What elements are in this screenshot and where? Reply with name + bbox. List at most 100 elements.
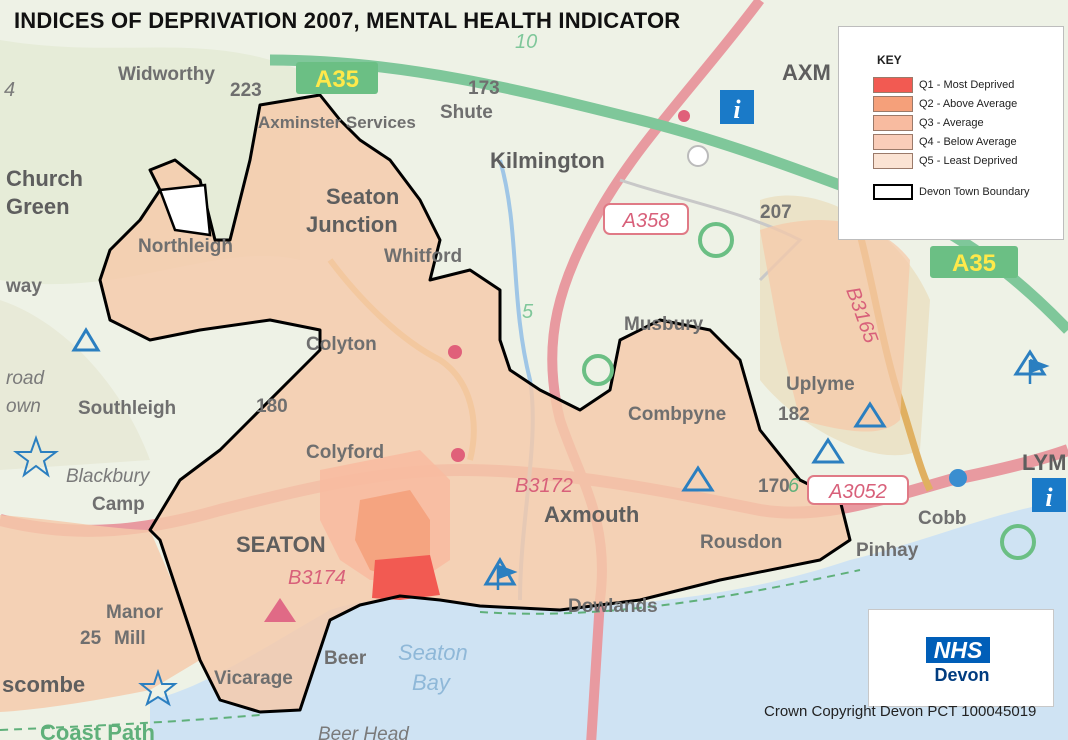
legend-swatch <box>873 115 913 131</box>
legend-label: Q3 - Average <box>919 117 984 129</box>
spot-height: 207 <box>760 202 792 223</box>
nhs-logo: NHS <box>926 637 990 663</box>
roundabout-icon <box>582 354 614 386</box>
road-shield-a3052 <box>807 475 909 505</box>
coast-path-label: Coast Path <box>40 720 155 740</box>
legend-item-q5: Q5 - Least Deprived <box>873 152 1017 170</box>
garden-icon <box>949 469 967 487</box>
place-mill: Mill <box>114 628 146 649</box>
road-label-b3172: B3172 <box>515 475 573 497</box>
junction-icon <box>687 145 709 167</box>
road-label-b3174: B3174 <box>288 567 346 589</box>
legend-item-q2: Q2 - Above Average <box>873 95 1017 113</box>
place-junction: Junction <box>306 212 398 237</box>
flag-icon <box>496 564 518 590</box>
legend-label: Q1 - Most Deprived <box>919 79 1015 91</box>
place-camp: Camp <box>92 494 145 515</box>
place-shute: Shute <box>440 102 493 123</box>
legend-item-q4: Q4 - Below Average <box>873 133 1017 151</box>
legend-label: Q2 - Above Average <box>919 98 1018 110</box>
legend-item-boundary: Devon Town Boundary <box>873 183 1029 201</box>
star-icon <box>13 435 59 478</box>
road-shield-a358 <box>603 203 689 235</box>
sea <box>150 500 1068 740</box>
place-northleigh: Northleigh <box>138 236 233 257</box>
spot-height: 223 <box>230 80 262 101</box>
legend-item-q1: Q1 - Most Deprived <box>873 76 1014 94</box>
road-number-5: 5 <box>522 301 534 323</box>
boundary-hole <box>158 183 212 237</box>
roundabout-icon <box>698 222 734 258</box>
place-own: own <box>6 396 41 417</box>
terrain-patch <box>0 300 150 470</box>
campsite-icon <box>681 465 715 492</box>
place-colyford: Colyford <box>306 442 384 463</box>
place-church: Church <box>6 166 83 191</box>
marker-icon <box>448 345 462 359</box>
place-beer-head: Beer Head <box>318 724 410 740</box>
flag-icon <box>1028 358 1050 384</box>
deprivation-area-q4 <box>100 95 850 712</box>
spot-height: 173 <box>468 78 500 99</box>
road-label-a35-east: A35 <box>952 250 996 277</box>
legend-swatch-boundary <box>873 184 913 200</box>
deprivation-area-west <box>0 515 200 712</box>
place-seaton: Seaton <box>326 184 399 209</box>
place-seaton-town: SEATON <box>236 532 326 557</box>
place-scombe: scombe <box>2 672 85 697</box>
legend-label: Q4 - Below Average <box>919 136 1017 148</box>
place-widworthy: Widworthy <box>118 64 215 85</box>
legend-label: Q5 - Least Deprived <box>919 155 1018 167</box>
deprivation-area-east <box>760 220 910 432</box>
place-southleigh: Southleigh <box>78 398 176 419</box>
road-number-4: 4 <box>4 79 15 101</box>
road-label-a35: A35 <box>315 66 359 93</box>
info-icon <box>720 90 754 124</box>
place-manor: Manor <box>106 602 164 623</box>
legend-swatch <box>873 153 913 169</box>
place-way: way <box>5 276 42 297</box>
marker-icon <box>451 448 465 462</box>
road-shield-a35-east <box>930 246 1018 278</box>
place-lym: LYM <box>1022 450 1066 475</box>
deprivation-area-q1 <box>372 555 440 600</box>
place-colyton: Colyton <box>306 334 377 355</box>
place-kilmington: Kilmington <box>490 148 605 173</box>
place-combpyne: Combpyne <box>628 404 726 425</box>
spot-height: 180 <box>256 396 288 417</box>
roundabout-icon <box>1000 524 1036 560</box>
terrain-patch <box>0 40 300 285</box>
legend-swatch <box>873 134 913 150</box>
place-pinhay: Pinhay <box>856 540 919 561</box>
spot-height: 170 <box>758 476 790 497</box>
info-icon-glyph: i <box>733 95 741 124</box>
water-label-bay: Bay <box>412 670 452 695</box>
coast-path-line <box>0 714 261 731</box>
spot-height: 182 <box>778 404 810 425</box>
place-cobb: Cobb <box>918 508 967 529</box>
place-axmouth: Axmouth <box>544 502 639 527</box>
road-label-a358: A358 <box>622 210 670 232</box>
place-dowlands: Dowlands <box>568 596 658 617</box>
place-blackbury: Blackbury <box>66 466 151 487</box>
legend-heading: KEY <box>877 53 902 67</box>
campsite-icon <box>71 327 101 352</box>
place-green: Green <box>6 194 70 219</box>
legend-item-q3: Q3 - Average <box>873 114 984 132</box>
place-rousdon: Rousdon <box>700 532 782 553</box>
place-whitford: Whitford <box>384 246 462 267</box>
road-label-a3052: A3052 <box>828 481 887 503</box>
road-number-10: 10 <box>515 31 537 53</box>
water-label-seaton: Seaton <box>398 640 468 665</box>
road-shield-a35 <box>296 62 378 94</box>
nhs-logo-subtitle: Devon <box>934 665 990 685</box>
campsite-icon <box>811 437 845 464</box>
viewpoint-icon <box>264 598 296 622</box>
map-legend: KEY Q1 - Most Deprived Q2 - Above Averag… <box>838 26 1064 240</box>
copyright-notice: Crown Copyright Devon PCT 100045019 <box>764 703 1037 720</box>
legend-swatch <box>873 77 913 93</box>
map-title: INDICES OF DEPRIVATION 2007, MENTAL HEAL… <box>14 8 681 33</box>
devon-town-boundary <box>98 93 852 714</box>
legend-swatch <box>873 96 913 112</box>
